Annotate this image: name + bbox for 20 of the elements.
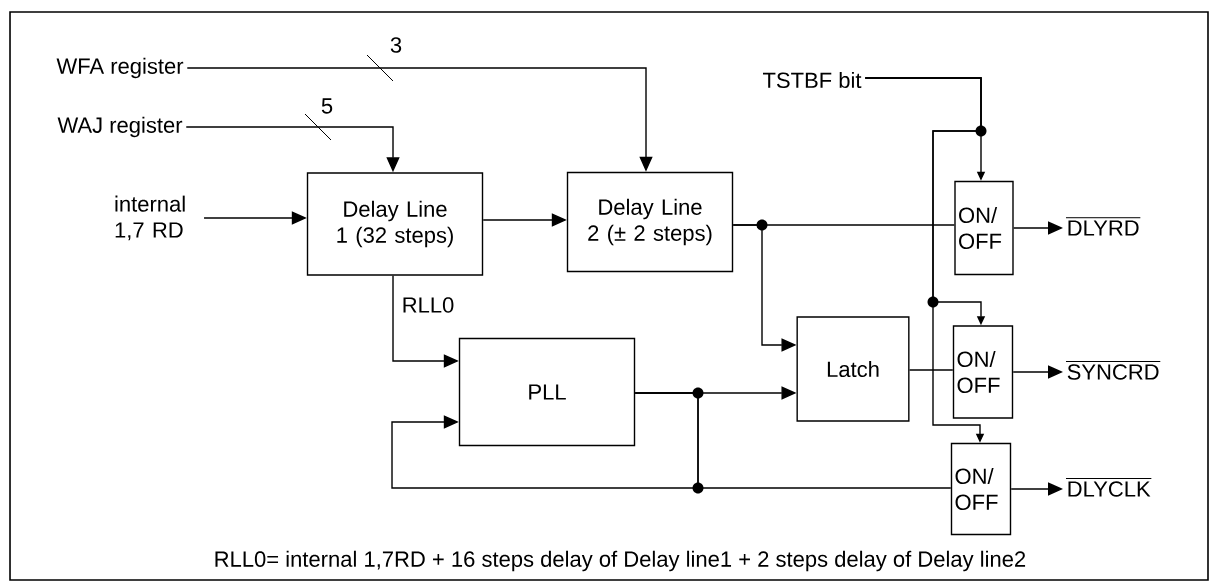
switch-box: ON/ OFF [950,442,1012,536]
signal-label: WFA register [56,57,184,79]
signal-label: internal 1,7 RD [115,195,185,241]
block-box: Delay Line 1 (32 steps) [306,172,484,276]
caption: RLL0= internal 1,7RD + 16 steps delay of Delay line1 + 2 steps delay of Delay line2 [215,550,1026,572]
signal-label: DLYRD [1065,217,1141,236]
signal-label: SYNCRD [1065,361,1161,380]
block-box: Latch [796,316,910,422]
connector [634,392,952,489]
edge-label: 5 [321,98,333,114]
block-box: PLL [458,337,636,447]
edge-label: RLL0 [403,297,454,313]
signal-label: DLYCLK [1065,478,1152,497]
signal-label: WAJ register [57,116,183,138]
connector [908,369,954,371]
signal-label: TSTBF bit [763,71,862,89]
edge-label: 3 [390,37,402,53]
switch-box: ON/ OFF [952,325,1014,419]
block-box: Delay Line 2 (± 2 steps) [566,171,734,273]
switch-box: ON/ OFF [954,180,1014,276]
